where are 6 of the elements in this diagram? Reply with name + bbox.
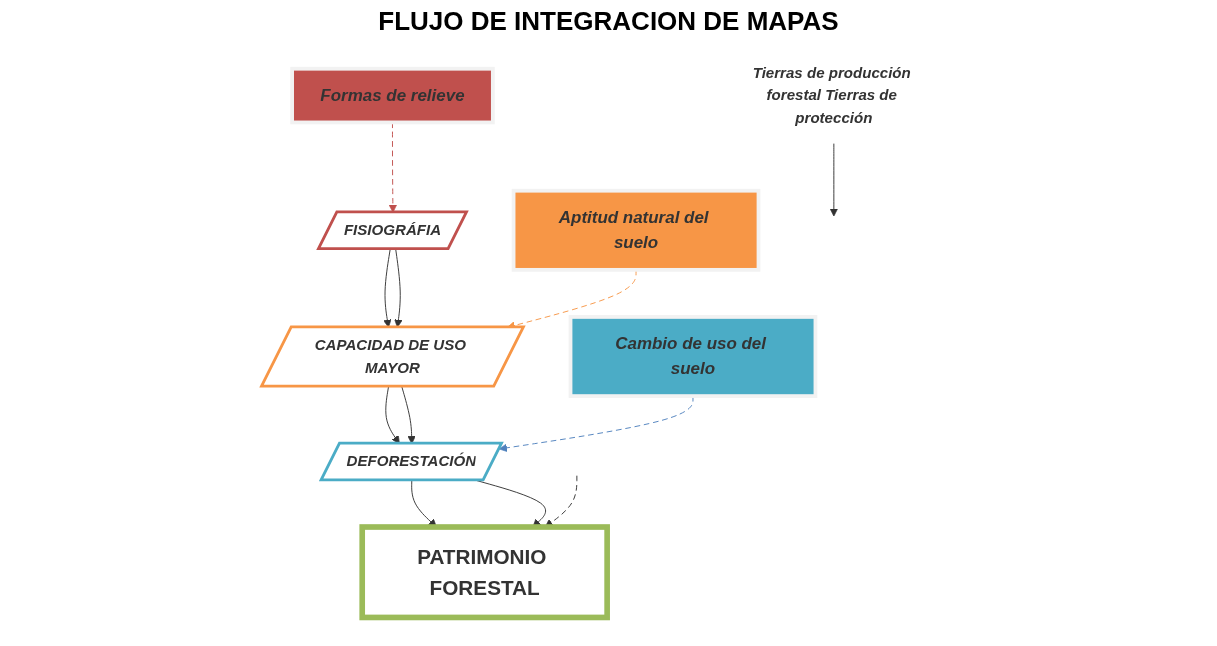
node-box: Cambio de uso del suelo <box>568 314 817 398</box>
node-box: Aptitud natural del suelo <box>511 188 760 272</box>
node-text: Tierras de producción forestal Tierras de protección <box>752 63 911 126</box>
node-box: PATRIMONIO FORESTAL <box>358 523 610 620</box>
diagram-title: FLUJO DE INTEGRACION DE MAPAS <box>377 6 840 37</box>
node-box: Formas de relieve <box>289 66 495 124</box>
